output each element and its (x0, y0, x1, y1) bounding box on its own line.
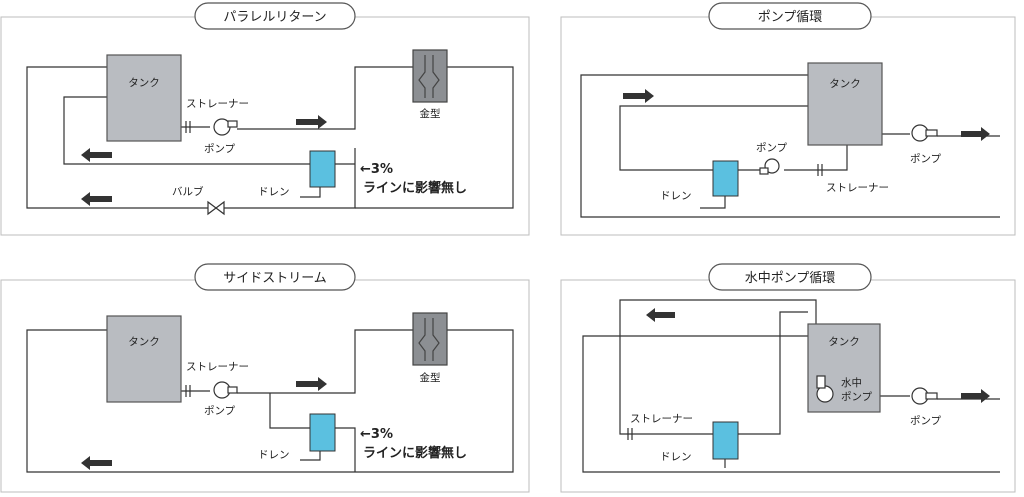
flow-arrow-right (961, 127, 990, 141)
tank (807, 62, 883, 146)
panel-side-stream: サイドストリーム タンク 金型 ストレーナー ポンプ ドレン ←3% ラインに影… (0, 263, 530, 493)
side-return-pipe (335, 427, 356, 472)
drain-label: ドレン (258, 449, 290, 461)
panel-parallel-return: パラレルリターン タンク 金型 ストレーナー ポンプ バルブ ドレン ←3% ラ… (0, 2, 530, 236)
flow-arrow-left (81, 148, 112, 162)
ratio-note-detail: ラインに影響無し (363, 180, 467, 196)
flow-arrow-right (296, 377, 327, 391)
flow-arrow-right (296, 115, 327, 129)
panel-pump-circulation: ポンプ循環 タンク ドレン ポンプ ストレーナー ポンプ (560, 2, 1016, 236)
ratio-note: ←3% (360, 427, 393, 442)
mold-label: 金型 (420, 371, 441, 384)
outer-return-pipe (26, 66, 356, 209)
panel-frame (0, 16, 530, 236)
strainer-icon (627, 428, 633, 440)
tank (106, 54, 182, 142)
inner-loop-pipe (619, 105, 808, 171)
panel-title: サイドストリーム (223, 271, 327, 286)
tank-label: タンク (128, 336, 160, 348)
strainer-label: ストレーナー (630, 413, 693, 425)
tank (106, 315, 182, 403)
drain-return-pipe (738, 311, 808, 435)
strainer-label: ストレーナー (826, 182, 889, 194)
valve-label: バルブ (172, 185, 204, 198)
panel-submersible-pump: 水中ポンプ循環 タンク 水中 ポンプ ポンプ ストレーナー ドレン (560, 263, 1016, 493)
panel-title: 水中ポンプ循環 (745, 271, 836, 286)
drain-filter (712, 421, 739, 460)
ratio-note: ←3% (360, 162, 393, 177)
side-branch-pipe (269, 393, 310, 429)
outer-loop-pipe (582, 335, 1000, 473)
pump-label: ポンプ (756, 142, 788, 154)
title-pill (194, 2, 356, 30)
submersible-pump-label: 水中 (841, 376, 862, 389)
flow-arrow-left (81, 456, 112, 470)
strainer-label: ストレーナー (186, 98, 249, 110)
mold-label: 金型 (420, 107, 441, 120)
valve-icon (207, 200, 225, 216)
mold-return-pipe (355, 66, 514, 209)
strainer-icon (817, 164, 823, 176)
pump-label: ポンプ (910, 153, 942, 165)
tank-label: タンク (829, 78, 861, 90)
drain-label: ドレン (660, 190, 692, 202)
pump-outlet (227, 120, 238, 128)
drain-outlet-pipe (700, 196, 726, 209)
supply-pipe (237, 66, 413, 130)
pump-label: ポンプ (204, 143, 236, 155)
mold (412, 312, 448, 366)
drain-label: ドレン (258, 186, 290, 198)
pump-outlet (227, 386, 238, 394)
submersible-pump-outlet (816, 375, 826, 389)
title-pill (708, 2, 872, 30)
pump-outlet (925, 392, 938, 400)
mold-cavity (418, 318, 440, 361)
outer-loop-pipe (580, 74, 1000, 218)
submersible-pump-label: ポンプ (841, 391, 873, 403)
mold (412, 49, 448, 103)
drain-filter (712, 160, 739, 197)
panel-title: パラレルリターン (223, 10, 326, 25)
flow-arrow-right (623, 89, 654, 103)
panel-title: ポンプ循環 (758, 10, 823, 25)
tank (807, 323, 881, 413)
drain-label: ドレン (660, 451, 692, 463)
tank-label: タンク (828, 336, 860, 348)
flow-arrow-left (646, 308, 675, 322)
drain-filter (309, 150, 336, 188)
pump-outlet (925, 129, 938, 137)
strainer-icon (185, 121, 191, 133)
panel-frame (560, 16, 1016, 236)
pump-outlet (759, 167, 769, 175)
flow-arrow-left (81, 192, 112, 206)
supply-pipe (237, 329, 413, 394)
drain-return-pipe (63, 96, 310, 165)
flow-arrow-right (961, 389, 990, 403)
drain-outlet-pipe (300, 187, 321, 198)
title-pill (194, 263, 356, 291)
tank-label: タンク (128, 77, 160, 89)
tank-outlet-pipe (784, 145, 848, 171)
ratio-note-detail: ラインに影響無し (363, 445, 467, 461)
return-loop-pipe (26, 329, 514, 473)
pump-label: ポンプ (204, 405, 236, 417)
strainer-icon (185, 385, 191, 397)
mold-cavity (418, 55, 440, 98)
title-pill (708, 263, 872, 291)
pump-label: ポンプ (910, 415, 942, 427)
panel-frame (560, 279, 1016, 493)
strainer-label: ストレーナー (186, 361, 249, 373)
drain-filter (309, 413, 336, 452)
drain-outlet-pipe (300, 451, 321, 461)
